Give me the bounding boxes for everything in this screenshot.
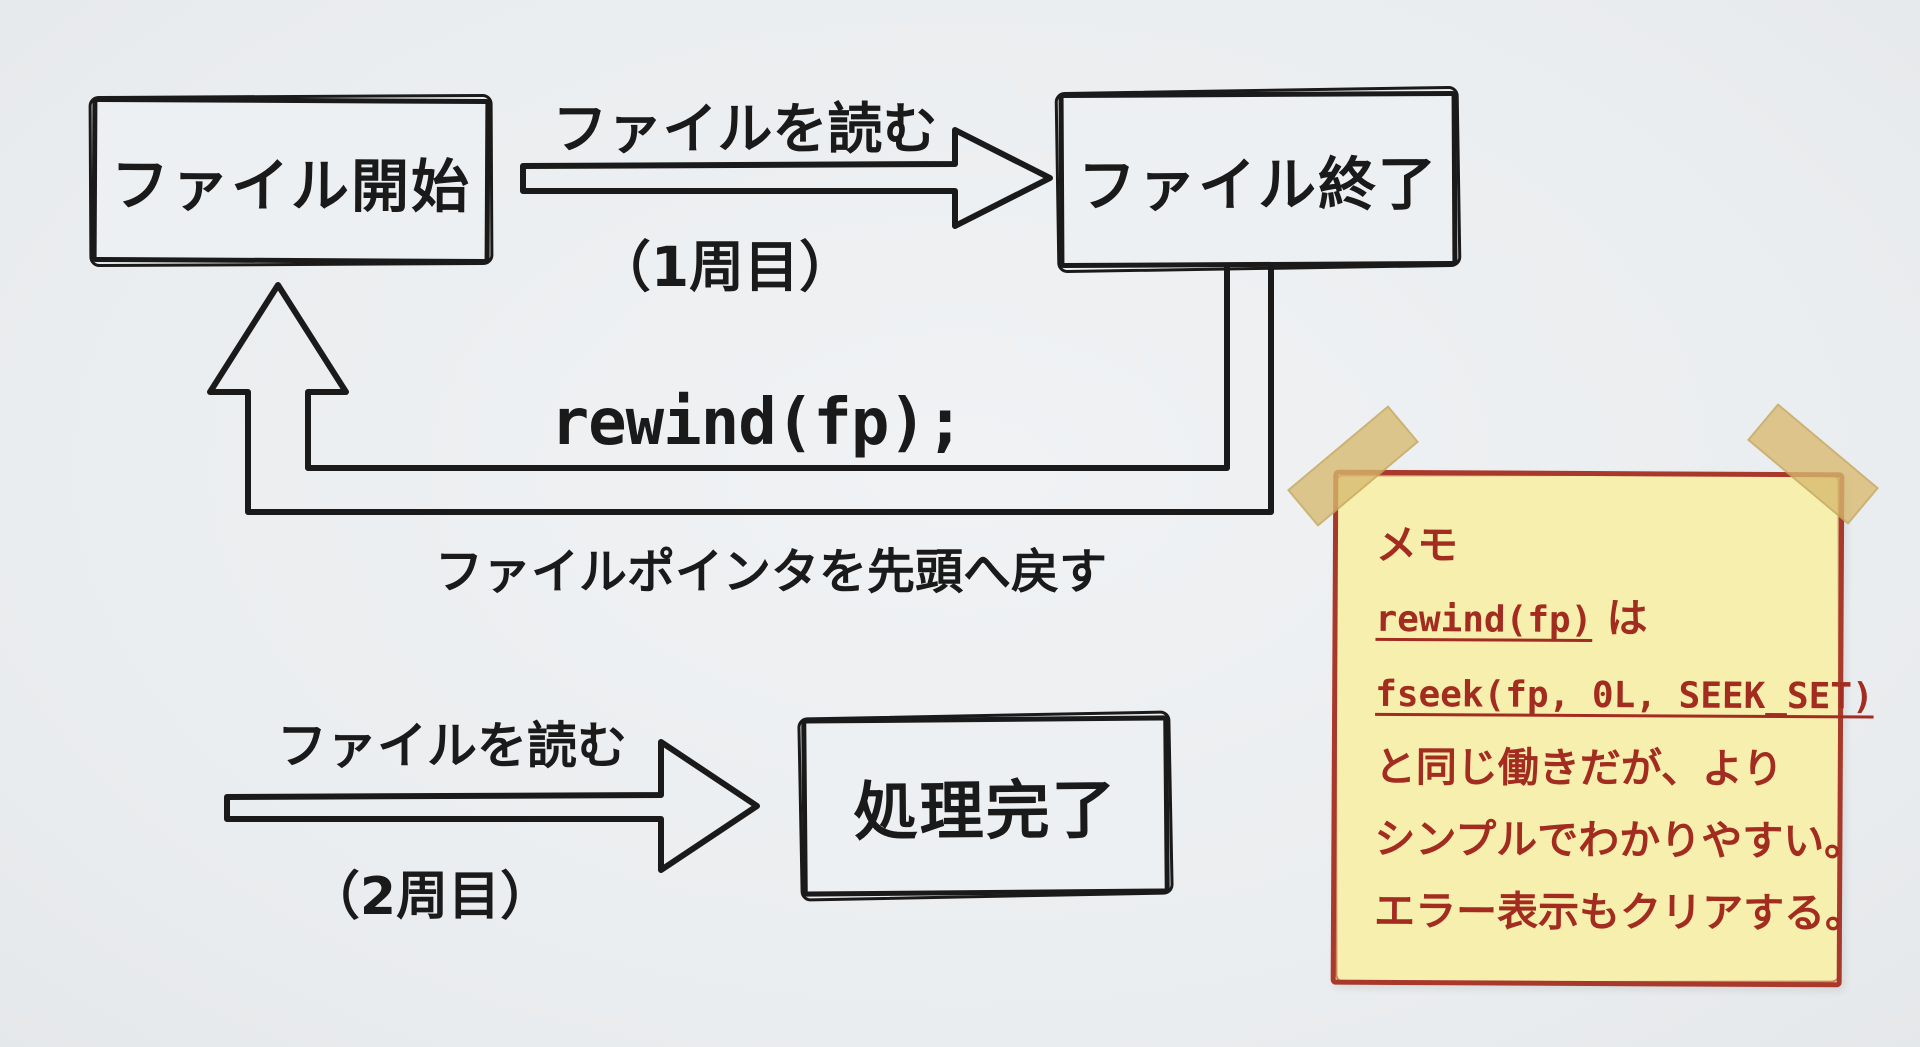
memo-line-3: と同じ働きだが、より: [1374, 742, 1784, 794]
rewind-code-label: rewind(fp);: [550, 386, 965, 460]
arrow-read-first: [520, 127, 1053, 229]
memo-rewind-code: rewind(fp): [1375, 598, 1593, 642]
box-process-done: 処理完了: [801, 715, 1170, 897]
arrow-read-second: [224, 739, 760, 873]
memo-line-4: シンプルでわかりやすい。: [1374, 814, 1866, 866]
memo-line-fseek: fseek(fp, 0L, SEEK_SET): [1375, 656, 1874, 733]
arrow-read-second-label: ファイルを読む: [277, 717, 627, 775]
memo-line-5: エラー表示もクリアする。: [1373, 886, 1867, 938]
box-file-end: ファイル終了: [1058, 90, 1458, 269]
arrow-read-first-label: ファイルを読む: [552, 97, 938, 161]
box-file-end-label: ファイル終了: [1077, 149, 1439, 220]
memo-line-rewind: rewind(fp) は: [1375, 581, 1820, 658]
memo-title: メモ: [1375, 520, 1459, 570]
memo-rewind-rest: は: [1592, 594, 1648, 643]
memo-fseek-code: fseek(fp, 0L, SEEK_SET): [1375, 673, 1874, 718]
box-file-start-label: ファイル開始: [110, 150, 472, 221]
box-process-done-label: 処理完了: [853, 773, 1118, 851]
rewind-caption-label: ファイルポインタを先頭へ戻す: [434, 544, 1108, 600]
arrow-read-first-sublabel: （1周目）: [595, 235, 855, 299]
memo-sticky-note: メモ rewind(fp) は fseek(fp, 0L, SEEK_SET) …: [1330, 469, 1874, 988]
box-file-start: ファイル開始: [91, 96, 491, 265]
arrow-read-second-sublabel: （2周目）: [307, 867, 553, 927]
